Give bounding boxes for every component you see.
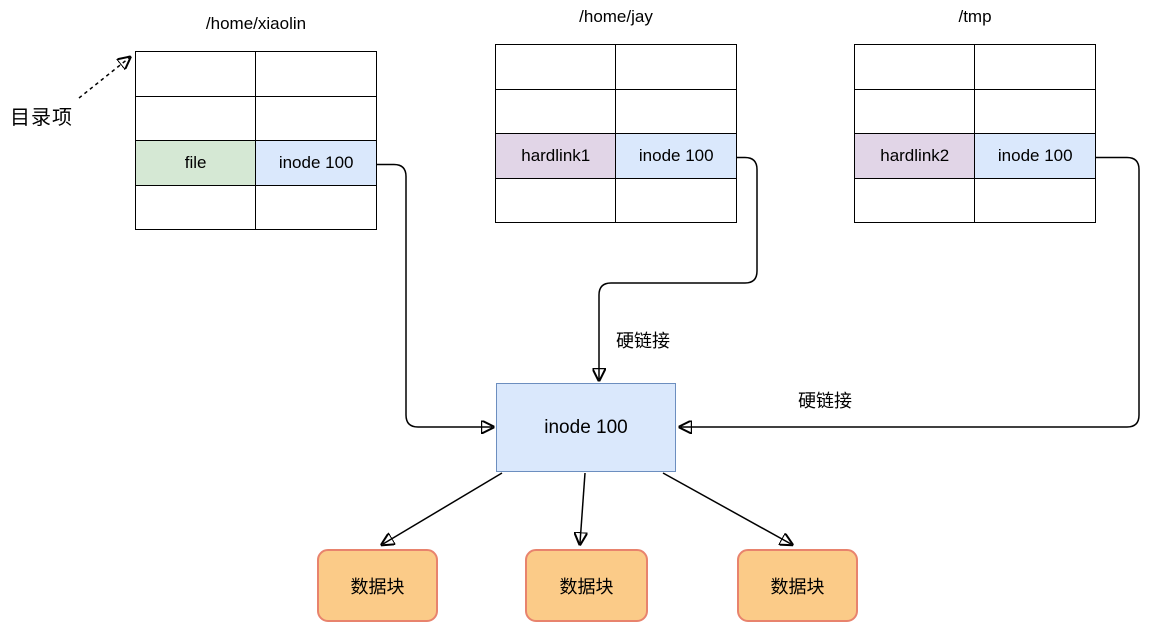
empty-cell: [853, 88, 976, 134]
entry-name-cell: hardlink1: [494, 133, 617, 179]
entry-inode-cell: inode 100: [974, 133, 1096, 179]
data-block-2: 数据块: [525, 549, 648, 622]
directory-path-title: /home/jay: [579, 7, 653, 26]
dir-entry-pointer-arrow: [78, 58, 129, 99]
directory-table-jay: /home/jay hardlink1 inode 100: [494, 7, 737, 223]
empty-cell: [134, 51, 257, 97]
entry-inode-cell: inode 100: [615, 133, 737, 179]
dir-entry-label: 目录项: [10, 107, 73, 129]
connector-inode-to-block2: [580, 472, 585, 543]
directory-path-title: /home/xiaolin: [205, 14, 307, 33]
empty-cell: [494, 88, 617, 134]
data-block-3: 数据块: [737, 549, 858, 622]
empty-cell: [853, 177, 976, 223]
empty-cell: [615, 44, 737, 90]
empty-cell: [974, 44, 1096, 90]
data-block-1: 数据块: [317, 549, 438, 622]
inode-box: inode 100: [496, 383, 676, 472]
connector-xiaolin-to-inode: [376, 163, 492, 428]
directory-entry-grid: file inode 100: [134, 51, 377, 230]
directory-path-title: /tmp: [958, 7, 992, 26]
empty-cell: [134, 95, 257, 141]
empty-cell: [255, 95, 377, 141]
directory-entry-grid: hardlink2 inode 100: [853, 44, 1096, 223]
empty-cell: [853, 44, 976, 90]
empty-cell: [974, 88, 1096, 134]
connector-inode-to-block1: [383, 472, 503, 544]
entry-name-cell: hardlink2: [853, 133, 976, 179]
entry-name-cell: file: [134, 140, 257, 186]
empty-cell: [974, 177, 1096, 223]
empty-cell: [494, 44, 617, 90]
hardlink-arrow-label-tmp: 硬链接: [798, 391, 852, 411]
empty-cell: [255, 184, 377, 230]
connector-inode-to-block3: [662, 472, 791, 544]
empty-cell: [615, 177, 737, 223]
empty-cell: [615, 88, 737, 134]
empty-cell: [494, 177, 617, 223]
directory-table-tmp: /tmp hardlink2 inode 100: [853, 7, 1096, 223]
entry-inode-cell: inode 100: [255, 140, 377, 186]
directory-table-xiaolin: /home/xiaolin file inode 100: [134, 14, 377, 230]
empty-cell: [255, 51, 377, 97]
directory-entry-grid: hardlink1 inode 100: [494, 44, 737, 223]
hardlink-arrow-label-jay: 硬链接: [616, 331, 670, 351]
empty-cell: [134, 184, 257, 230]
